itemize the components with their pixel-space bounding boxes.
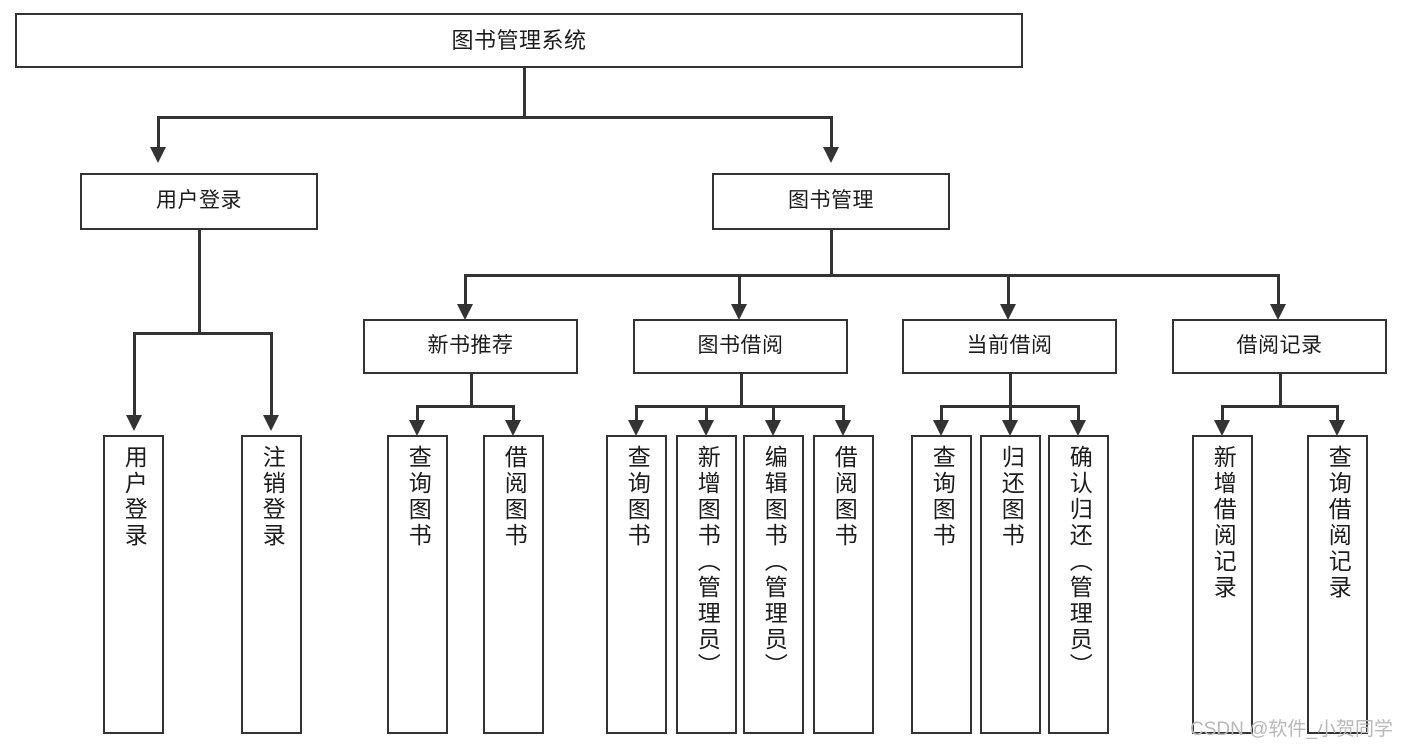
arrowhead-leaf-query-book-1 xyxy=(409,420,425,436)
node-label: 查询图书 xyxy=(405,445,432,549)
node-label: 用户登录 xyxy=(121,445,148,549)
node-leaf-borrow-book-2[interactable]: 借阅图书 xyxy=(813,435,874,734)
node-label: 图书管理系统 xyxy=(451,27,587,53)
connector-book-borrow-drop-3 xyxy=(772,405,775,422)
node-label: 用户登录 xyxy=(156,189,242,213)
connector-current-borrow-drop-1 xyxy=(940,405,943,422)
connector-root-bus xyxy=(157,116,833,119)
node-label: 新增图书（管理员） xyxy=(694,445,721,679)
node-label: 编辑图书（管理员） xyxy=(761,445,788,679)
connector-current-borrow-stem xyxy=(1009,374,1012,406)
node-label: 图书管理 xyxy=(788,189,874,213)
node-leaf-query-book-1[interactable]: 查询图书 xyxy=(387,435,448,734)
arrowhead-leaf-borrow-book-2 xyxy=(835,420,851,436)
arrowhead-leaf-confirm-return xyxy=(1070,420,1086,436)
connector-book-manage-drop-3 xyxy=(1007,274,1010,306)
node-label: 归还图书 xyxy=(998,445,1025,549)
connector-borrow-record-drop-2 xyxy=(1336,405,1339,422)
node-root-system[interactable]: 图书管理系统 xyxy=(15,13,1023,68)
node-label: 借阅图书 xyxy=(831,445,858,549)
connector-new-book-recommend-drop-1 xyxy=(416,405,419,422)
node-leaf-add-book[interactable]: 新增图书（管理员） xyxy=(676,435,737,734)
connector-current-borrow-drop-2 xyxy=(1009,405,1012,422)
node-leaf-query-record[interactable]: 查询借阅记录 xyxy=(1307,435,1368,734)
node-label: 新增借阅记录 xyxy=(1210,445,1237,601)
connector-user-login-drop-1 xyxy=(133,332,136,417)
arrowhead-borrow-record xyxy=(1270,304,1286,320)
arrowhead-book-borrow xyxy=(731,304,747,320)
node-leaf-return-book[interactable]: 归还图书 xyxy=(980,435,1041,734)
connector-book-borrow-drop-4 xyxy=(842,405,845,422)
arrowhead-current-borrow xyxy=(1000,304,1016,320)
node-label: 借阅记录 xyxy=(1236,334,1323,358)
connector-book-borrow-stem xyxy=(740,374,743,406)
node-label: 借阅图书 xyxy=(501,445,528,549)
node-book-borrow[interactable]: 图书借阅 xyxy=(633,319,848,374)
node-label: 确认归还（管理员） xyxy=(1066,445,1093,679)
node-leaf-user-login[interactable]: 用户登录 xyxy=(103,435,164,734)
node-leaf-add-record[interactable]: 新增借阅记录 xyxy=(1192,435,1253,734)
node-label: 查询图书 xyxy=(929,445,956,549)
connector-user-login-stem xyxy=(198,230,201,333)
connector-book-manage-drop-1 xyxy=(464,274,467,306)
node-leaf-borrow-book-1[interactable]: 借阅图书 xyxy=(483,435,544,734)
node-label: 查询图书 xyxy=(624,445,651,549)
node-leaf-edit-book[interactable]: 编辑图书（管理员） xyxy=(743,435,804,734)
arrowhead-leaf-add-record xyxy=(1214,420,1230,436)
connector-book-borrow-drop-2 xyxy=(705,405,708,422)
node-label: 当前借阅 xyxy=(966,334,1053,358)
csdn-watermark: CSDN @软件_小贺同学 xyxy=(1190,719,1393,740)
node-label: 注销登录 xyxy=(259,445,286,549)
connector-user-login-bus xyxy=(133,332,273,335)
arrowhead-leaf-return-book xyxy=(1002,420,1018,436)
arrowhead-leaf-query-book-2 xyxy=(628,420,644,436)
connector-book-manage-drop-4 xyxy=(1277,274,1280,306)
connector-new-book-recommend-drop-2 xyxy=(512,405,515,422)
connector-root-stem xyxy=(523,68,526,117)
node-label: 图书借阅 xyxy=(697,334,784,358)
connector-new-book-recommend-stem xyxy=(470,374,473,406)
node-leaf-query-book-3[interactable]: 查询图书 xyxy=(911,435,972,734)
node-leaf-user-logout[interactable]: 注销登录 xyxy=(241,435,302,734)
connector-book-borrow-drop-1 xyxy=(635,405,638,422)
connector-borrow-record-drop-1 xyxy=(1221,405,1224,422)
arrowhead-leaf-edit-book xyxy=(765,420,781,436)
connector-book-manage-bus xyxy=(464,274,1280,277)
node-label: 查询借阅记录 xyxy=(1325,445,1352,601)
arrowhead-user-login xyxy=(150,147,166,163)
connector-borrow-record-stem xyxy=(1279,374,1282,406)
connector-root-to-user-login xyxy=(157,116,160,150)
connector-user-login-drop-2 xyxy=(270,332,273,417)
connector-book-manage-stem xyxy=(830,230,833,275)
node-borrow-record[interactable]: 借阅记录 xyxy=(1172,319,1387,374)
connector-current-borrow-drop-3 xyxy=(1077,405,1080,422)
arrowhead-leaf-borrow-book-1 xyxy=(505,420,521,436)
arrowhead-leaf-add-book xyxy=(698,420,714,436)
node-leaf-confirm-return[interactable]: 确认归还（管理员） xyxy=(1048,435,1109,734)
node-book-manage[interactable]: 图书管理 xyxy=(712,173,950,230)
node-leaf-query-book-2[interactable]: 查询图书 xyxy=(606,435,667,734)
connector-book-borrow-bus xyxy=(635,405,844,408)
node-new-book-recommend[interactable]: 新书推荐 xyxy=(363,319,578,374)
arrowhead-leaf-query-book-3 xyxy=(933,420,949,436)
arrowhead-leaf-user-login xyxy=(126,415,142,431)
connector-book-manage-drop-2 xyxy=(738,274,741,306)
node-user-login[interactable]: 用户登录 xyxy=(80,173,318,230)
arrowhead-book-manage xyxy=(823,147,839,163)
node-label: 新书推荐 xyxy=(427,334,514,358)
connector-new-book-recommend-bus xyxy=(416,405,515,408)
arrowhead-leaf-query-record xyxy=(1329,420,1345,436)
connector-borrow-record-bus xyxy=(1221,405,1338,408)
connector-root-to-book-manage xyxy=(830,116,833,150)
arrowhead-leaf-user-logout xyxy=(263,415,279,431)
arrowhead-new-book-recommend xyxy=(457,304,473,320)
node-current-borrow[interactable]: 当前借阅 xyxy=(902,319,1117,374)
